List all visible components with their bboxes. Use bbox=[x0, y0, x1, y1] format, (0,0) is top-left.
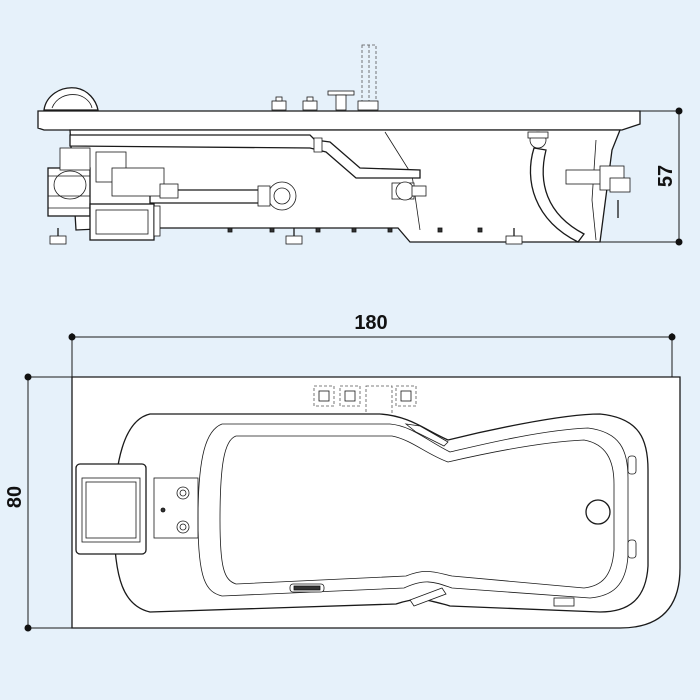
headrest-pillow bbox=[75, 463, 147, 555]
tub-rim bbox=[37, 110, 641, 131]
height-dimension: 57 bbox=[600, 107, 683, 246]
width-label: 80 bbox=[4, 486, 26, 508]
support-feet bbox=[49, 200, 619, 245]
suction-fitting bbox=[267, 181, 297, 211]
pipe-joint bbox=[313, 137, 323, 153]
deck-controls-plan bbox=[313, 385, 417, 419]
length-label: 180 bbox=[354, 312, 387, 334]
headrest-cushion bbox=[43, 87, 99, 111]
control-box bbox=[89, 203, 161, 241]
shell-contour-2 bbox=[591, 139, 597, 241]
pump-motor bbox=[47, 147, 179, 217]
length-dimension: 180 bbox=[68, 312, 676, 377]
grab-handle-top bbox=[404, 423, 449, 447]
side-elevation-view: 57 bbox=[37, 44, 683, 246]
bottom-jets bbox=[227, 227, 483, 233]
back-jets bbox=[153, 477, 199, 539]
grab-handle-bottom bbox=[409, 587, 447, 607]
overflow-filler bbox=[527, 131, 585, 243]
jet-fitting bbox=[391, 181, 427, 201]
deck-controls bbox=[271, 90, 379, 111]
overflow-plan bbox=[553, 597, 575, 607]
height-label: 57 bbox=[655, 165, 677, 187]
width-dimension: 80 bbox=[4, 373, 72, 632]
headrest-cushion-inner bbox=[51, 94, 93, 109]
side-jet-lower bbox=[627, 539, 637, 559]
waste-fitting bbox=[565, 165, 631, 193]
basin-floor bbox=[219, 435, 615, 589]
side-jet-upper bbox=[627, 455, 637, 475]
top-plan-view: 180 80 bbox=[4, 312, 681, 632]
drain bbox=[585, 499, 611, 525]
